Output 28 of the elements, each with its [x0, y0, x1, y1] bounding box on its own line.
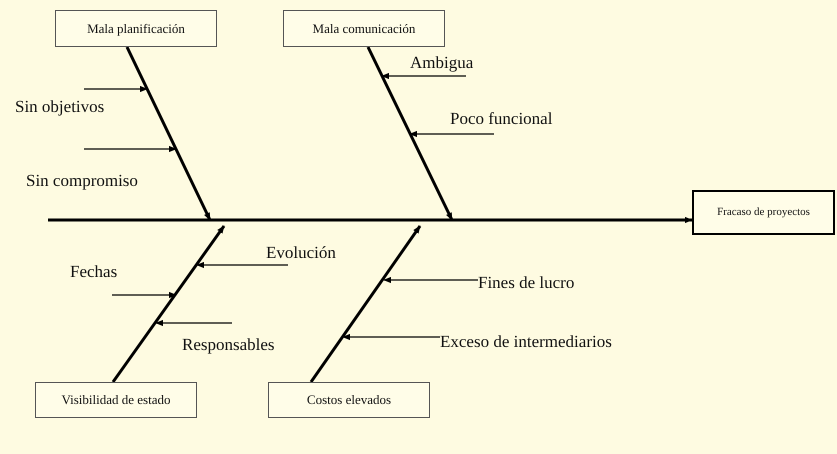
rib-arrow — [381, 72, 466, 80]
sub-cause-label: Fechas — [70, 259, 134, 295]
bone-arrow — [310, 225, 422, 383]
rib-arrow — [84, 86, 148, 92]
effect-box: Fracaso de proyectos — [692, 190, 835, 235]
rib-arrow — [383, 276, 478, 284]
bone-arrow — [126, 46, 212, 221]
sub-cause-label: Ambigua — [410, 50, 492, 76]
sub-cause-label: Sin objetivos — [15, 89, 129, 119]
cause-box: Visibilidad de estado — [35, 382, 197, 418]
rib-arrow — [196, 262, 288, 268]
rib-arrow — [84, 146, 177, 152]
sub-cause-label: Fines de lucro — [478, 270, 602, 296]
bone-arrow — [366, 46, 454, 221]
cause-box: Costos elevados — [268, 382, 430, 418]
sub-cause-label: Responsables — [182, 323, 294, 357]
rib-arrow — [155, 320, 232, 326]
bone-arrow — [112, 225, 226, 383]
rib-arrow — [409, 130, 494, 138]
rib-arrow — [112, 292, 177, 298]
rib-arrow — [342, 334, 440, 340]
cause-box: Mala planificación — [55, 10, 217, 47]
sub-cause-label: Evolución — [266, 240, 358, 265]
sub-cause-label: Poco funcional — [450, 106, 586, 134]
sub-cause-label: Exceso de intermediarios — [440, 327, 650, 357]
cause-box: Mala comunicación — [283, 10, 445, 47]
sub-cause-label: Sin compromiso — [26, 149, 170, 193]
bone-arrow — [48, 216, 693, 224]
